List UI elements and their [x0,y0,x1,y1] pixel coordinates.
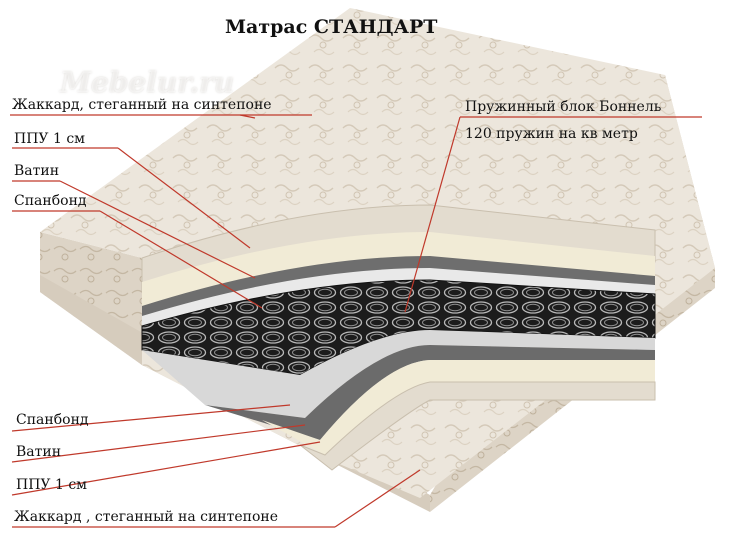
cutaway-bottom-spanbond [142,330,655,418]
leader-line-vatin-bottom [11,424,306,463]
leader-line-spanbond-top-pointer [99,210,263,309]
leader-line-vatin-top-pointer [59,180,256,279]
watermark: Mebelur.ru [60,66,235,99]
label-ppu-bottom: ППУ 1 см [16,477,88,493]
cutaway-top-foam [142,232,655,310]
label-ppu-top: ППУ 1 см [14,131,86,147]
diagram-title: Матрас СТАНДАРТ [225,16,438,38]
cutaway-bottom-vatin [205,345,655,440]
label-spring-count: 120 пружин на кв метр [465,126,638,142]
cutaway-top-vatin [142,256,655,318]
leader-line-ppu-top-pointer [117,147,251,249]
leader-line-spanbond-bottom [11,404,291,432]
leader-lines [10,114,702,528]
leader-line-jacquard-bottom-pointer [334,469,421,528]
leader-line-ppu-bottom [11,441,321,496]
label-jacquard-bottom: Жаккард , стеганный на синтепоне [14,509,279,525]
leader-line-spring-pointer [404,116,461,313]
cutaway-top-spanbond [142,268,655,328]
label-jacquard-top: Жаккард, стеганный на синтепоне [12,97,272,113]
label-spring-block: Пружинный блок Боннель [465,99,662,115]
leader-line-jacquard-top-pointer [239,114,256,119]
cutaway-section [141,204,656,471]
label-spanbond-top: Спанбонд [14,193,87,209]
label-vatin-top: Ватин [14,163,60,179]
cutaway-bottom-foam [262,360,655,455]
label-spanbond-bottom: Спанбонд [16,412,89,428]
label-vatin-bottom: Ватин [16,444,62,460]
cutaway-bottom-jacquard [299,381,656,471]
